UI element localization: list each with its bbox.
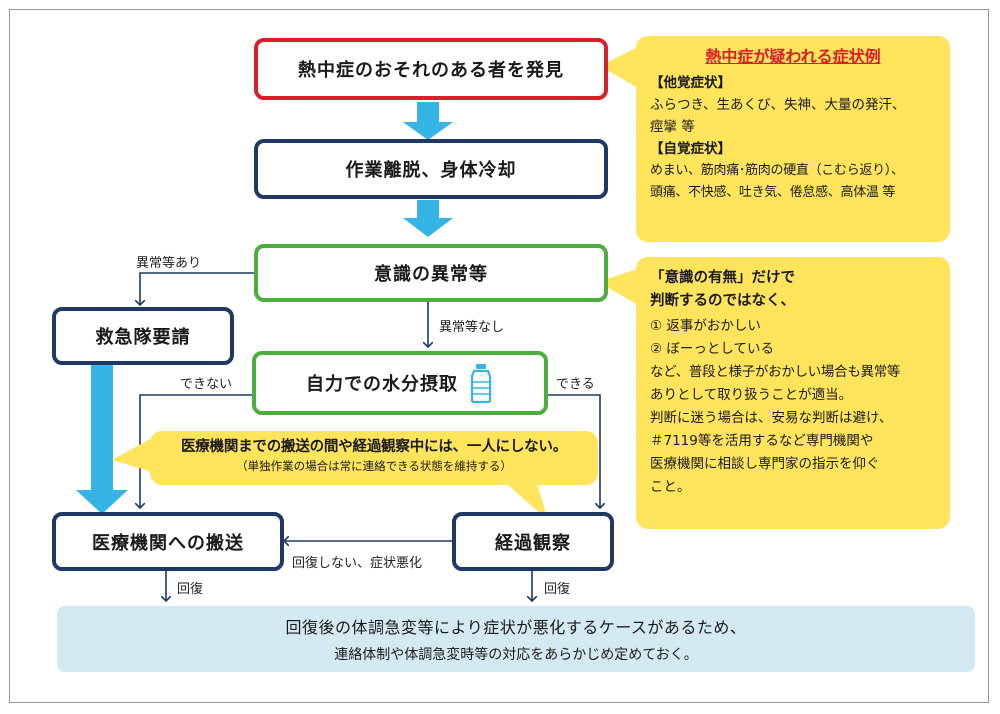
page-frame bbox=[9, 9, 989, 703]
label-can: できる bbox=[556, 377, 595, 392]
box-observe-text: 経過観察 bbox=[495, 532, 571, 554]
line-abnormal-yes bbox=[140, 272, 254, 305]
footer-line1: 回復後の体調急変等により症状が悪化するケースがあるため、 bbox=[285, 618, 747, 637]
symptoms-objective-line2: 痙攣 等 bbox=[650, 119, 695, 135]
symptoms-title: 熱中症が疑われる症状例 bbox=[705, 47, 881, 66]
transport-note-sub: （単独作業の場合は常に連絡できる状態を維持する） bbox=[236, 459, 512, 473]
note-head2: 判断するのではなく、 bbox=[650, 293, 795, 309]
label-abnormal-no: 異常等なし bbox=[439, 320, 505, 335]
box-observe: 経過観察 bbox=[452, 512, 614, 571]
line-cannot bbox=[140, 394, 252, 508]
box-rest-cool-text: 作業離脱、身体冷却 bbox=[345, 160, 517, 181]
box-discover: 熱中症のおそれのある者を発見 bbox=[254, 38, 608, 100]
symptoms-subjective-head: 【自覚症状】 bbox=[650, 141, 731, 157]
box-consciousness-text: 意識の異常等 bbox=[374, 264, 488, 285]
line-can bbox=[548, 394, 600, 508]
box-hospital-text: 医療機関への搬送 bbox=[92, 532, 244, 554]
label-cannot: できない bbox=[180, 377, 233, 392]
label-recovered-right: 回復 bbox=[544, 582, 571, 597]
symptoms-objective-head: 【他覚症状】 bbox=[650, 75, 731, 91]
box-ambulance: 救急隊要請 bbox=[52, 307, 234, 365]
box-water: 自力での水分摂取 bbox=[252, 351, 548, 415]
transport-note-callout: 医療機関までの搬送の間や経過観察中には、一人にしない。 （単独作業の場合は常に連… bbox=[150, 431, 598, 485]
note-line3: 判断に迷う場合は、安易な判断は避け、 bbox=[650, 410, 893, 426]
footer-note: 回復後の体調急変等により症状が悪化するケースがあるため、 連絡体制や体調急変時等… bbox=[57, 606, 975, 672]
box-ambulance-text: 救急隊要請 bbox=[95, 327, 191, 348]
symptoms-objective-line1: ふらつき、生あくび、失神、大量の発汗、 bbox=[650, 97, 906, 113]
label-abnormal-yes: 異常等あり bbox=[136, 256, 202, 271]
transport-note-main: 医療機関までの搬送の間や経過観察中には、一人にしない。 bbox=[180, 439, 568, 455]
label-not-recovered: 回復しない、症状悪化 bbox=[292, 556, 423, 571]
note-line1: など、普段と様子がおかしい場合も異常等 bbox=[650, 364, 901, 380]
box-rest-cool: 作業離脱、身体冷却 bbox=[254, 139, 608, 199]
consciousness-note-callout: 「意識の有無」だけで 判断するのではなく、 ① 返事がおかしい ② ぼーっとして… bbox=[636, 257, 950, 529]
note-item1: ① 返事がおかしい bbox=[650, 318, 761, 334]
transport-callout-tail-left bbox=[112, 438, 152, 472]
symptoms-subjective-line1: めまい、筋肉痛･筋肉の硬直（こむら返り）、 bbox=[650, 163, 904, 178]
note-line5: 医療機関に相談し専門家の指示を仰ぐ bbox=[650, 456, 880, 472]
note-item2: ② ぼーっとしている bbox=[650, 341, 774, 357]
transport-callout-tail-right bbox=[502, 480, 548, 520]
blue-arrow-2 bbox=[403, 200, 453, 237]
box-water-text: 自力での水分摂取 bbox=[306, 374, 458, 395]
note-line6: こと。 bbox=[650, 479, 691, 495]
note-callout-tail bbox=[598, 268, 640, 306]
note-head1: 「意識の有無」だけで bbox=[650, 270, 795, 286]
symptoms-subjective-line2: 頭痛、不快感、吐き気、倦怠感、高体温 等 bbox=[650, 185, 896, 200]
symptoms-callout: 熱中症が疑われる症状例 【他覚症状】 ふらつき、生あくび、失神、大量の発汗、 痙… bbox=[636, 36, 950, 242]
symptoms-callout-tail bbox=[600, 47, 638, 88]
note-line2: ありとして取り扱うことが適当。 bbox=[650, 387, 853, 403]
footer-line2: 連絡体制や体調急変時等の対応をあらかじめ定めておく。 bbox=[334, 647, 698, 663]
label-recovered-left: 回復 bbox=[177, 582, 204, 597]
water-bottle-icon bbox=[470, 364, 492, 403]
blue-arrow-1 bbox=[403, 102, 453, 140]
box-discover-text: 熱中症のおそれのある者を発見 bbox=[298, 60, 564, 81]
note-line4: ＃7119等を活用するなど専門機関や bbox=[650, 433, 874, 449]
blue-arrow-ambulance bbox=[76, 365, 128, 514]
box-hospital: 医療機関への搬送 bbox=[52, 512, 284, 571]
box-consciousness: 意識の異常等 bbox=[254, 244, 608, 302]
